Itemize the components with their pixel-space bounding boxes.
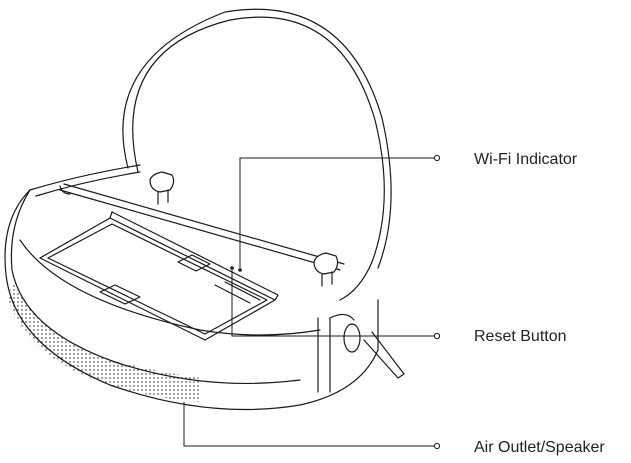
reset-callout-end <box>434 333 439 338</box>
front-bumper-cutout <box>318 314 360 392</box>
reset-button[interactable] <box>230 266 234 270</box>
side-brush <box>364 332 404 378</box>
dustbin-compartment <box>40 212 278 340</box>
wifi-callout-end <box>434 155 439 160</box>
vacuum-body <box>5 165 378 410</box>
air-callout-end <box>434 443 439 448</box>
reset-button-label: Reset Button <box>474 328 567 346</box>
wifi-leader-line <box>240 158 434 268</box>
air-outlet-grille <box>8 280 200 402</box>
air-outlet-speaker-label: Air Outlet/Speaker <box>474 439 605 457</box>
wifi-indicator-label: Wi-Fi Indicator <box>474 151 577 169</box>
wifi-indicator-light <box>238 268 242 272</box>
open-lid <box>123 9 391 300</box>
